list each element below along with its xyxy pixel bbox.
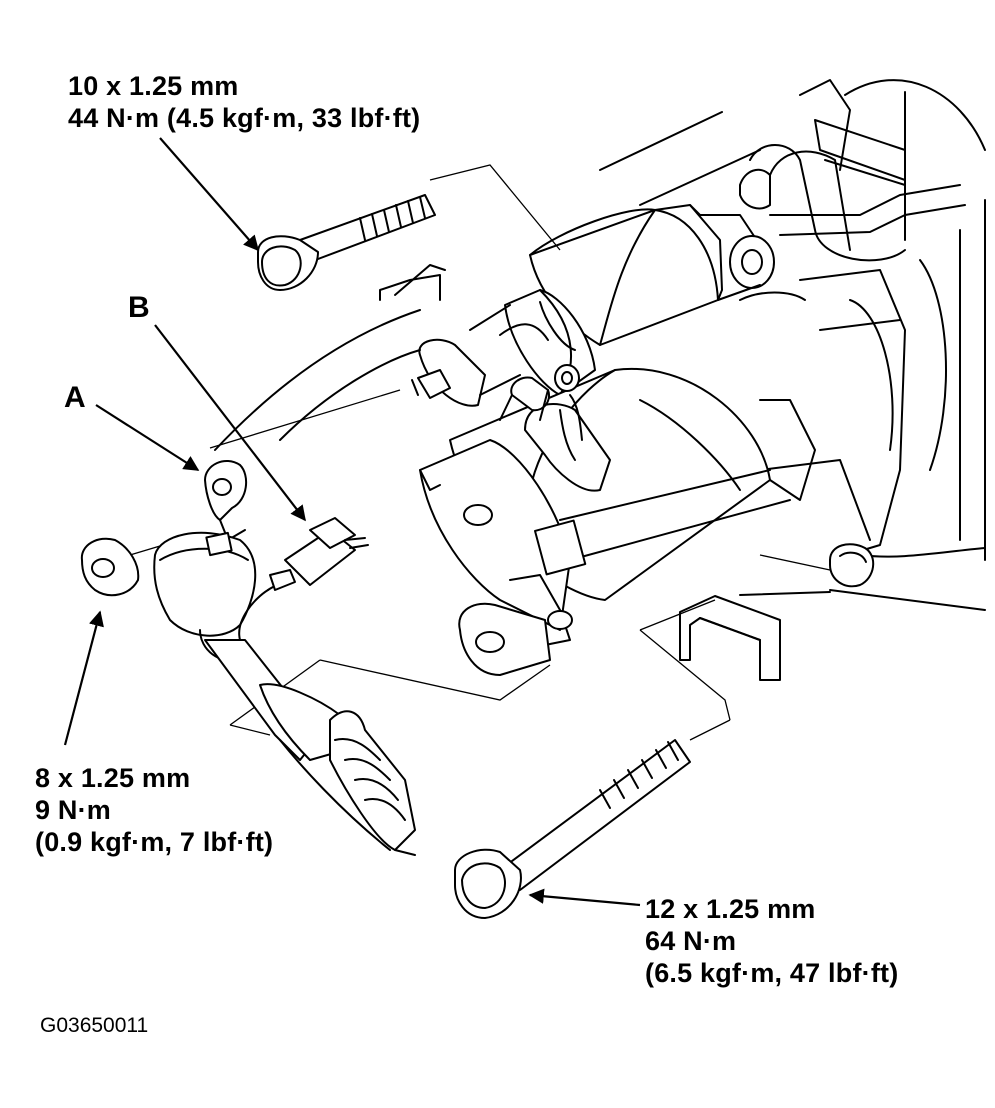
nut-size: 8 x 1.25 mm [35, 763, 191, 793]
leader-arrows [63, 137, 641, 907]
top-bolt-spec: 10 x 1.25 mm 44 N·m (4.5 kgf·m, 33 lbf·f… [68, 70, 420, 134]
connector-icon [284, 517, 369, 586]
terminal-cable-icon [153, 264, 446, 856]
nut-torque-nm: 9 N·m [35, 795, 112, 825]
flange-bolt-icon [454, 739, 691, 919]
bottom-bolt-torque-nm: 64 N·m [645, 926, 737, 956]
starter-motor-icon [411, 204, 816, 676]
figure-id: G03650011 [40, 1014, 149, 1037]
engine-block-icon [599, 79, 986, 611]
bottom-bolt-spec: 12 x 1.25 mm 64 N·m (6.5 kgf·m, 47 lbf·f… [645, 893, 898, 989]
flange-nut-icon [80, 537, 140, 597]
top-bolt-size: 10 x 1.25 mm [68, 71, 239, 101]
flange-bolt-icon [257, 194, 436, 291]
top-bolt-torque: 44 N·m (4.5 kgf·m, 33 lbf·ft) [68, 103, 421, 133]
callout-b: B [128, 291, 150, 324]
nut-torque-alt: (0.9 kgf·m, 7 lbf·ft) [35, 827, 274, 857]
bottom-bolt-size: 12 x 1.25 mm [645, 894, 816, 924]
nut-spec: 8 x 1.25 mm 9 N·m (0.9 kgf·m, 7 lbf·ft) [35, 762, 273, 858]
mount-bracket [679, 595, 781, 681]
bottom-bolt-torque-alt: (6.5 kgf·m, 47 lbf·ft) [645, 958, 899, 988]
callout-a: A [64, 381, 86, 414]
